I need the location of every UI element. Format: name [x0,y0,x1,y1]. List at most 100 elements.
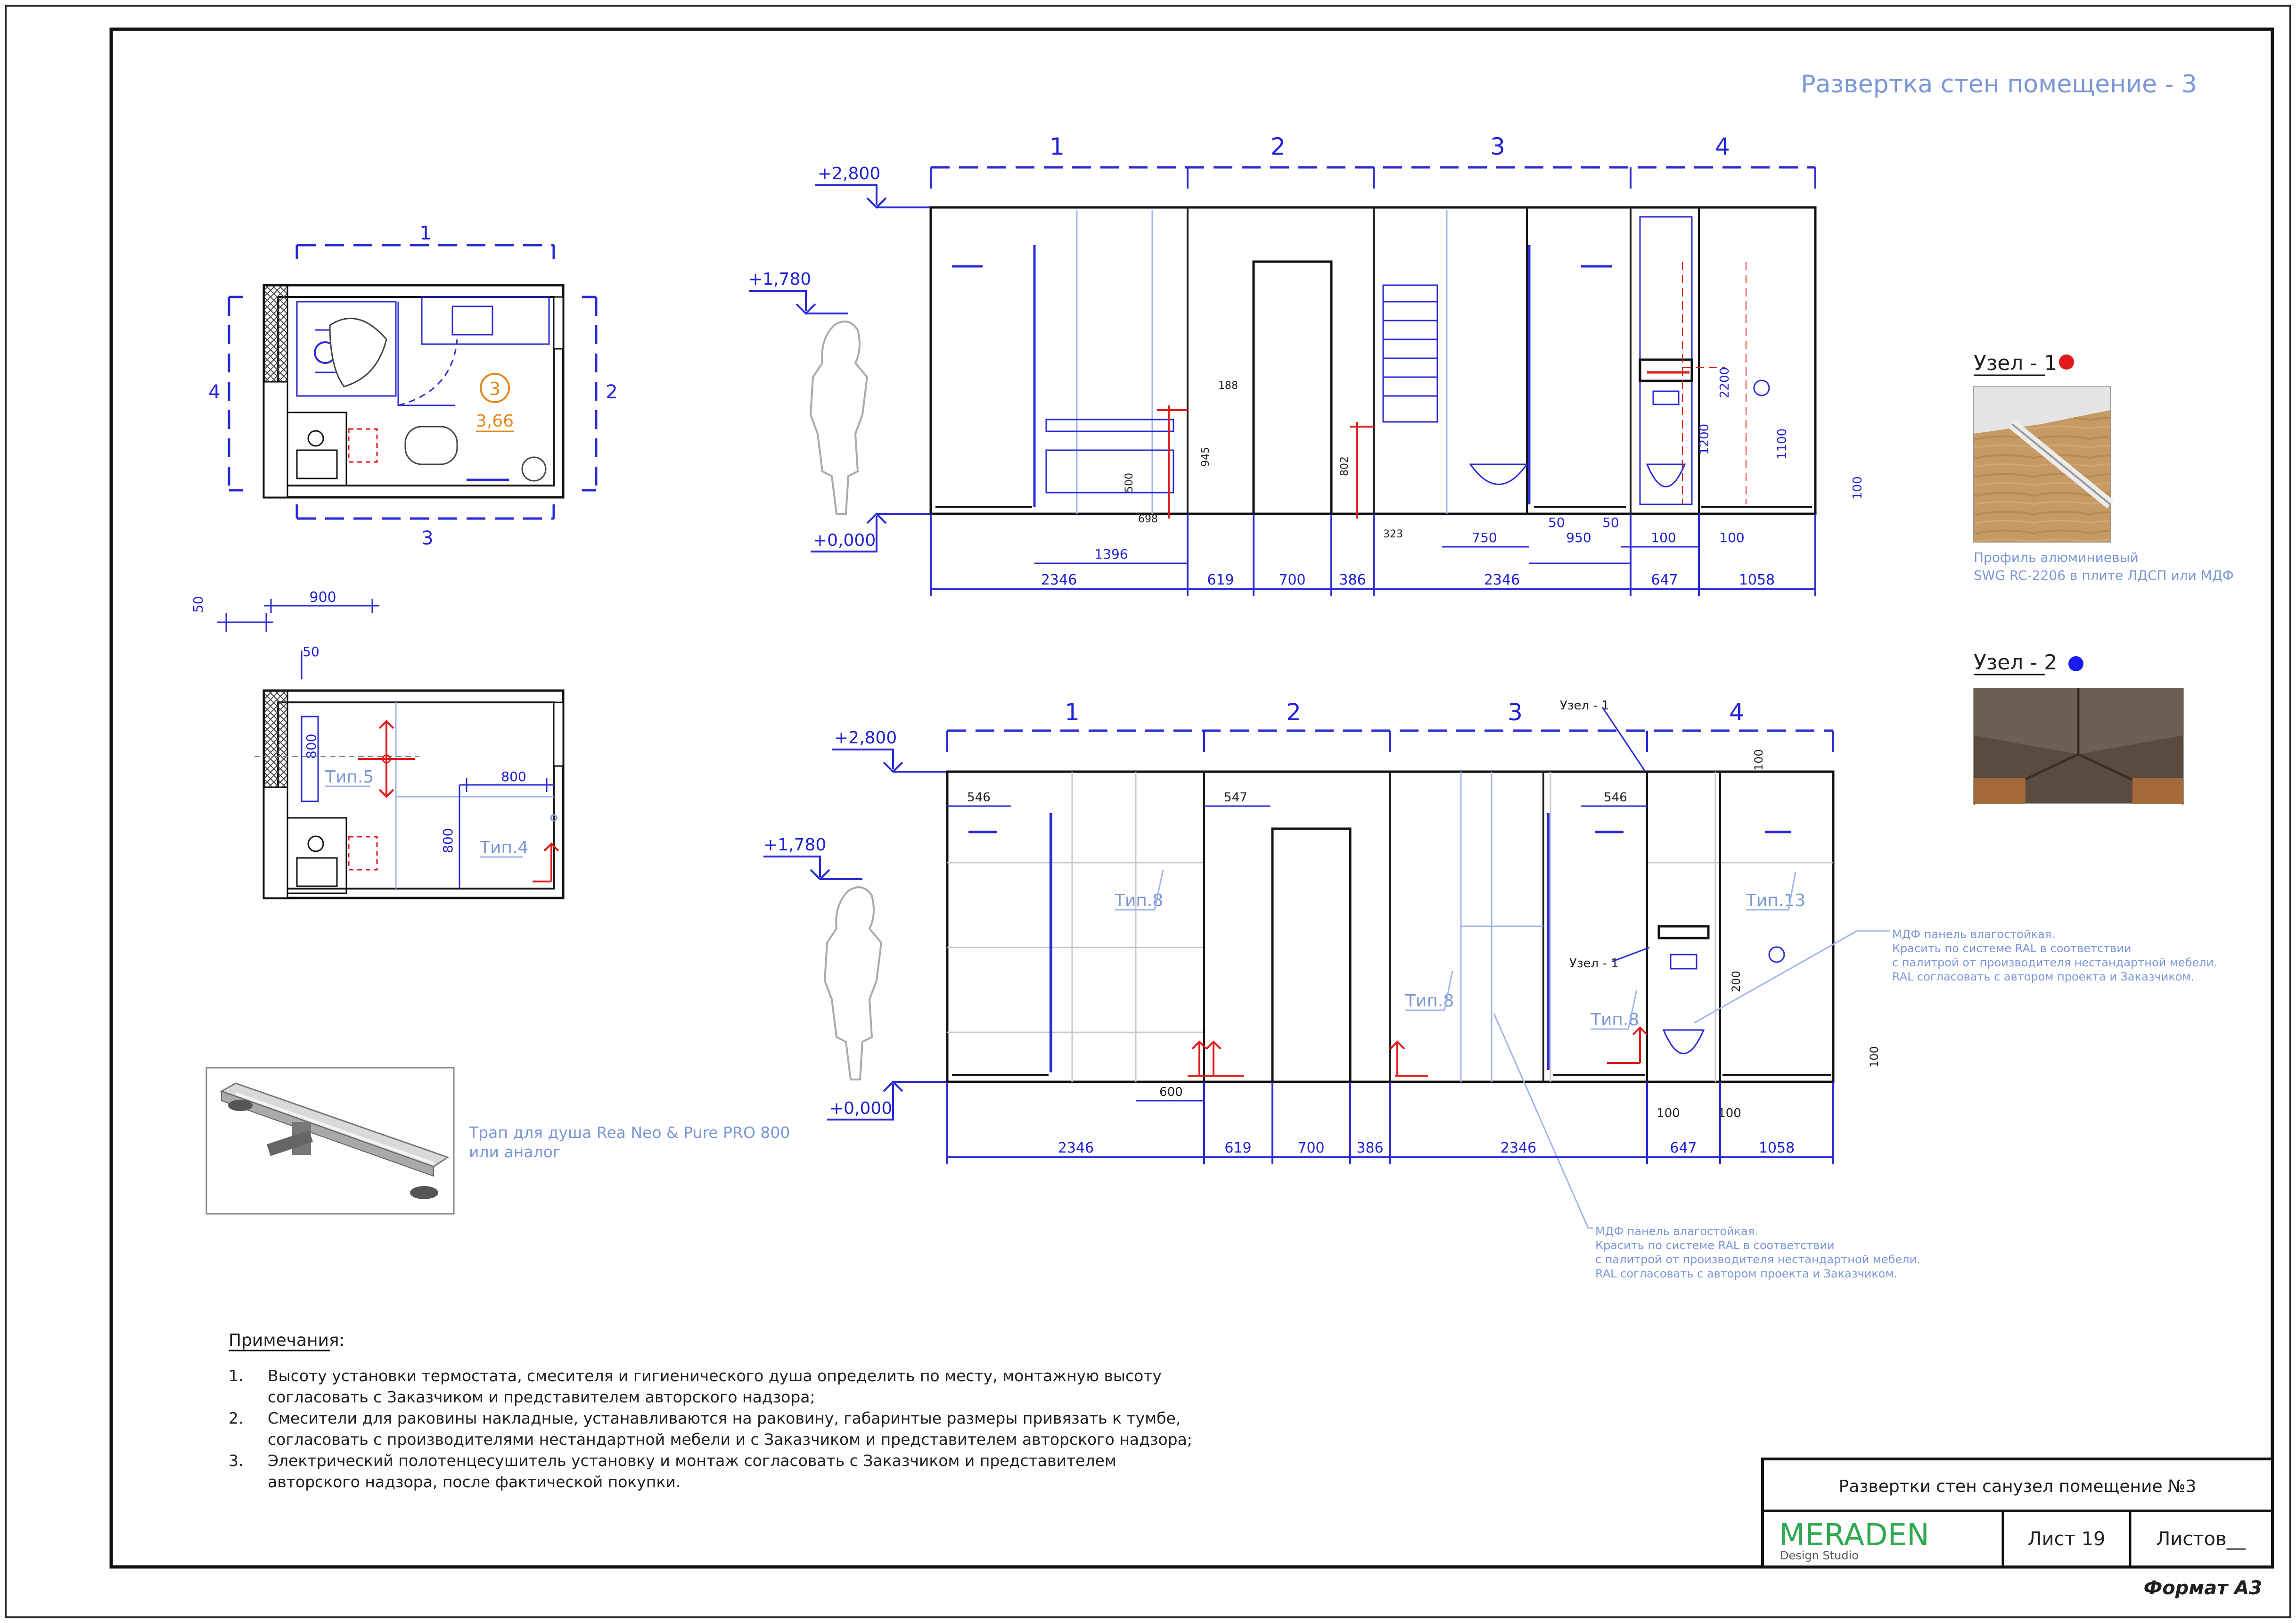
sheet-title: Развертка стен помещение - 3 [1801,70,2197,99]
notes-title: Примечания: [229,1331,345,1350]
elev-top-dim-mid-1: 750 [1472,530,1497,545]
elev-top-dim-small-7: 50 [1602,515,1619,530]
elev-bot-dim-top-7: 200 [1730,971,1743,992]
tile-dim-5: 800 [440,828,456,853]
elev-bot-tile-3: Тип.13 [1746,891,1805,910]
tile-dim-0: 50 [190,596,206,613]
elev-bot-level-2800: +2,800 [834,728,897,748]
elev-bot-dim-bottom-2: 700 [1297,1140,1324,1156]
elev-top-dim-bottom-3: 386 [1339,572,1366,588]
elev-bot-dim-bottom-3: 386 [1356,1140,1383,1156]
elevation-bottom: 1 2 3 4 +2,800 +1,780 +0,000 Тип.8 Тип.8… [763,699,2217,1280]
elev-top-dim-bottom-5: 647 [1651,572,1678,588]
elev-top-level-0: +0,000 [813,531,876,550]
mdf-note-lower-1: Красить по системе RAL в соответствии [1595,1239,1835,1252]
plan-wall-1-label: 1 [419,222,431,244]
elev-bot-dim-top-5: 100 [1656,1106,1680,1120]
brand-logo: MERADEN [1779,1518,1929,1553]
elev-top-dim-mid-0: 1396 [1094,546,1128,562]
elev-top-dim-small-4: 802 [1339,456,1351,476]
tile-type-4: Тип.4 [479,838,528,857]
elev-top-dim-bottom-6: 1058 [1739,572,1775,588]
mdf-note-right-0: МДФ панель влагостойкая. [1892,928,2055,941]
outer-frame [5,5,2291,1618]
mdf-note-lower-2: с палитрой от производителя нестандартно… [1595,1253,1920,1266]
elev-top-dim-small-1: 945 [1200,447,1212,467]
elev-top-seg-4: 4 [1715,133,1730,160]
elev-top-dim-bottom-0: 2346 [1041,572,1077,588]
elev-top-dim-bottom-2: 700 [1279,572,1305,588]
elev-top-dim-small-11: 100 [1851,476,1865,500]
elev-top-dim-mid-3: 100 [1651,530,1676,545]
elev-bot-seg-1: 1 [1065,699,1080,726]
elev-top-seg-1: 1 [1050,133,1065,160]
elev-top-dim-small-6: 50 [1548,515,1565,530]
note-2-line-1: Смесители для раковины накладные, устана… [268,1409,1181,1427]
mdf-note-right-1: Красить по системе RAL в соответствии [1892,942,2132,955]
elev-bot-dim-top-6: 100 [1718,1106,1741,1120]
plan-wall-2-label: 2 [606,381,617,403]
tile-dim-3: 800 [303,734,319,759]
elev-bot-dim-bottom-5: 647 [1670,1140,1697,1156]
plan-wall-3-label: 3 [421,527,433,549]
note-2-line-2: согласовать с производителями нестандарт… [268,1430,1192,1449]
note-3-line-2: авторского надзора, после фактической по… [268,1473,681,1491]
node-2-title: Узел - 2 [1974,651,2057,675]
elev-top-dim-bottom-4: 2346 [1484,572,1520,588]
drain-illustration [205,1067,455,1215]
drain-caption-line-2: или аналог [469,1143,561,1161]
elev-top-dim-small-2: 500 [1123,473,1135,493]
brand-subtitle: Design Studio [1780,1549,1859,1562]
elev-top-dim-small-5: 323 [1383,528,1403,540]
note-2-num: 2. [229,1409,244,1427]
elev-bot-node-label-side: Узел - 1 [1569,956,1619,971]
elev-bot-node-label-top: Узел - 1 [1560,699,1609,713]
title-block-title: Развертки стен санузел помещение №3 [1839,1477,2197,1496]
elev-top-dim-mid-4: 100 [1719,530,1744,545]
tile-dim-4: 800 [501,769,526,784]
elev-bot-seg-4: 4 [1729,699,1744,726]
plan-wall-4-label: 4 [208,381,220,403]
elev-top-seg-3: 3 [1490,133,1505,160]
tile-plan: 50 900 50 800 Тип.5 800 800 Тип.4 [190,589,565,899]
node-1-marker [2059,354,2074,370]
elev-top-dim-small-10: 1100 [1775,428,1789,460]
elev-bot-seg-3: 3 [1508,699,1523,726]
note-3-num: 3. [229,1451,244,1470]
elev-top-dim-small-9: 2200 [1718,367,1732,398]
mdf-note-right-2: с палитрой от производителя нестандартно… [1892,956,2217,969]
elev-bot-dim-top-0: 546 [967,791,991,805]
mdf-note-right-3: RAL согласовать с автором проекта и Зака… [1892,970,2194,983]
elev-bot-seg-2: 2 [1286,699,1301,726]
elev-bot-dim-bottom-4: 2346 [1501,1140,1536,1156]
elev-bot-level-0: +0,000 [829,1099,892,1118]
node-2-marker [2068,656,2083,671]
note-3-line-1: Электрический полотенцесушитель установк… [268,1451,1116,1470]
room-area: 3,66 [476,412,514,431]
title-block: Развертки стен санузел помещение №3 MERA… [1761,1458,2274,1568]
elev-top-dim-bottom-1: 619 [1207,572,1234,588]
drain-caption-line-1: Трап для душа Rea Neo & Pure PRO 800 [468,1123,790,1142]
format-label: Формат А3 [2144,1577,2262,1599]
elev-top-level-2800: +2,800 [818,164,880,183]
node-1-caption-0: Профиль алюминиевый [1974,550,2139,565]
elevation-top: 1 2 3 4 +2,800 +1,780 +0,000 [748,133,1865,596]
elev-top-level-1780: +1,780 [748,270,811,289]
elev-top-seg-2: 2 [1271,133,1286,160]
elev-top-dim-small-3: 698 [1138,513,1158,525]
node-1-caption-1: SWG RC-2206 в плите ЛДСП или МДФ [1974,568,2234,583]
elev-bot-dim-top-2: 546 [1604,791,1627,805]
notes-block: Примечания: 1. Высоту установки термоста… [229,1331,1192,1491]
node-1: Узел - 1 Профиль алюминиевый SWG RC-2206… [1973,351,2234,583]
elev-top-dim-mid-2: 950 [1566,530,1591,545]
elev-bot-dim-bottom-0: 2346 [1058,1140,1094,1156]
elev-bot-level-1780: +1,780 [763,835,826,855]
mdf-note-lower-0: МДФ панель влагостойкая. [1595,1225,1758,1238]
node-2: Узел - 2 [1973,651,2184,805]
elev-bot-dim-top-3: 100 [1752,749,1765,771]
sheet-count: Листов__ [2156,1528,2246,1550]
room-number: 3 [489,379,500,399]
elev-bot-dim-bottom-1: 619 [1224,1140,1251,1156]
sheet-number: Лист 19 [2028,1528,2106,1550]
